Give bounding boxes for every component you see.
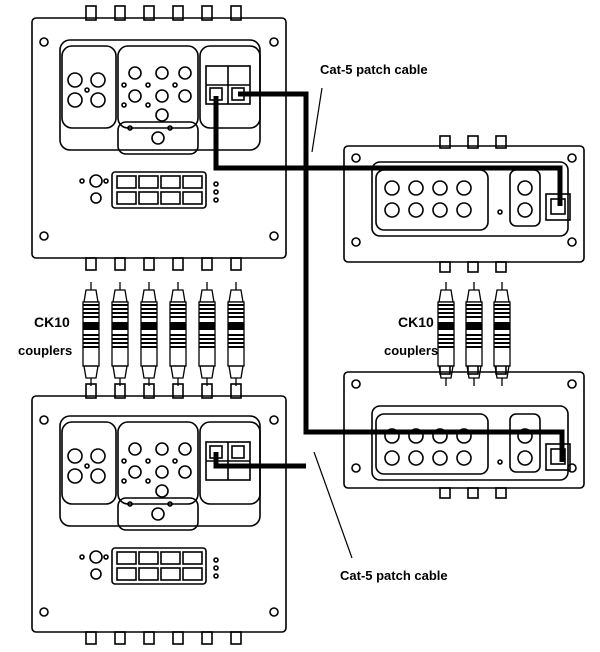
- ck10-coupler: [198, 282, 216, 386]
- ck10-coupler: [82, 282, 100, 386]
- unit-bottom-left-bottom-feet: [85, 631, 242, 645]
- cat5-cable-bottom-left-to-spine: [213, 452, 306, 469]
- cat5-cable-top-left-to-bottom-right: [238, 91, 565, 462]
- unit-bottom-right-bottom-feet: [439, 487, 507, 499]
- label-couplers-right: couplers: [384, 343, 438, 358]
- label-ck10-left: CK10: [34, 314, 70, 330]
- ck10-coupler: [227, 282, 245, 386]
- ck10-coupler: [493, 282, 511, 386]
- leader-line-top: [311, 87, 323, 153]
- leader-line-bottom: [313, 451, 353, 559]
- unit-top-left-top-feet: [85, 5, 242, 21]
- unit-top-right-bottom-feet: [439, 261, 507, 273]
- label-cat5-bottom: Cat-5 patch cable: [340, 568, 448, 583]
- unit-top-left-bottom-feet: [85, 257, 242, 271]
- label-ck10-right: CK10: [398, 314, 434, 330]
- unit-bottom-right-rj45-port: [545, 443, 571, 471]
- unit-top-right: [343, 135, 585, 273]
- ck10-couplers-right: [437, 282, 511, 386]
- unit-bottom-left-body: [31, 395, 287, 633]
- unit-top-right-body: [343, 145, 585, 263]
- unit-top-right-top-feet: [439, 135, 507, 149]
- ck10-coupler: [111, 282, 129, 386]
- unit-top-left: [31, 5, 287, 271]
- unit-top-left-rj45-panel: [199, 45, 261, 129]
- label-couplers-left: couplers: [18, 343, 72, 358]
- label-cat5-top: Cat-5 patch cable: [320, 62, 428, 77]
- ck10-coupler: [437, 282, 455, 386]
- cat5-cable-bottom-left-to-top-right: [213, 96, 563, 206]
- unit-bottom-left: [31, 383, 287, 645]
- ck10-couplers-left: [82, 282, 245, 386]
- ck10-coupler: [140, 282, 158, 386]
- unit-top-left-body: [31, 17, 287, 259]
- unit-bottom-left-rj45-panel: [199, 421, 261, 505]
- ck10-coupler: [465, 282, 483, 386]
- ck10-coupler: [169, 282, 187, 386]
